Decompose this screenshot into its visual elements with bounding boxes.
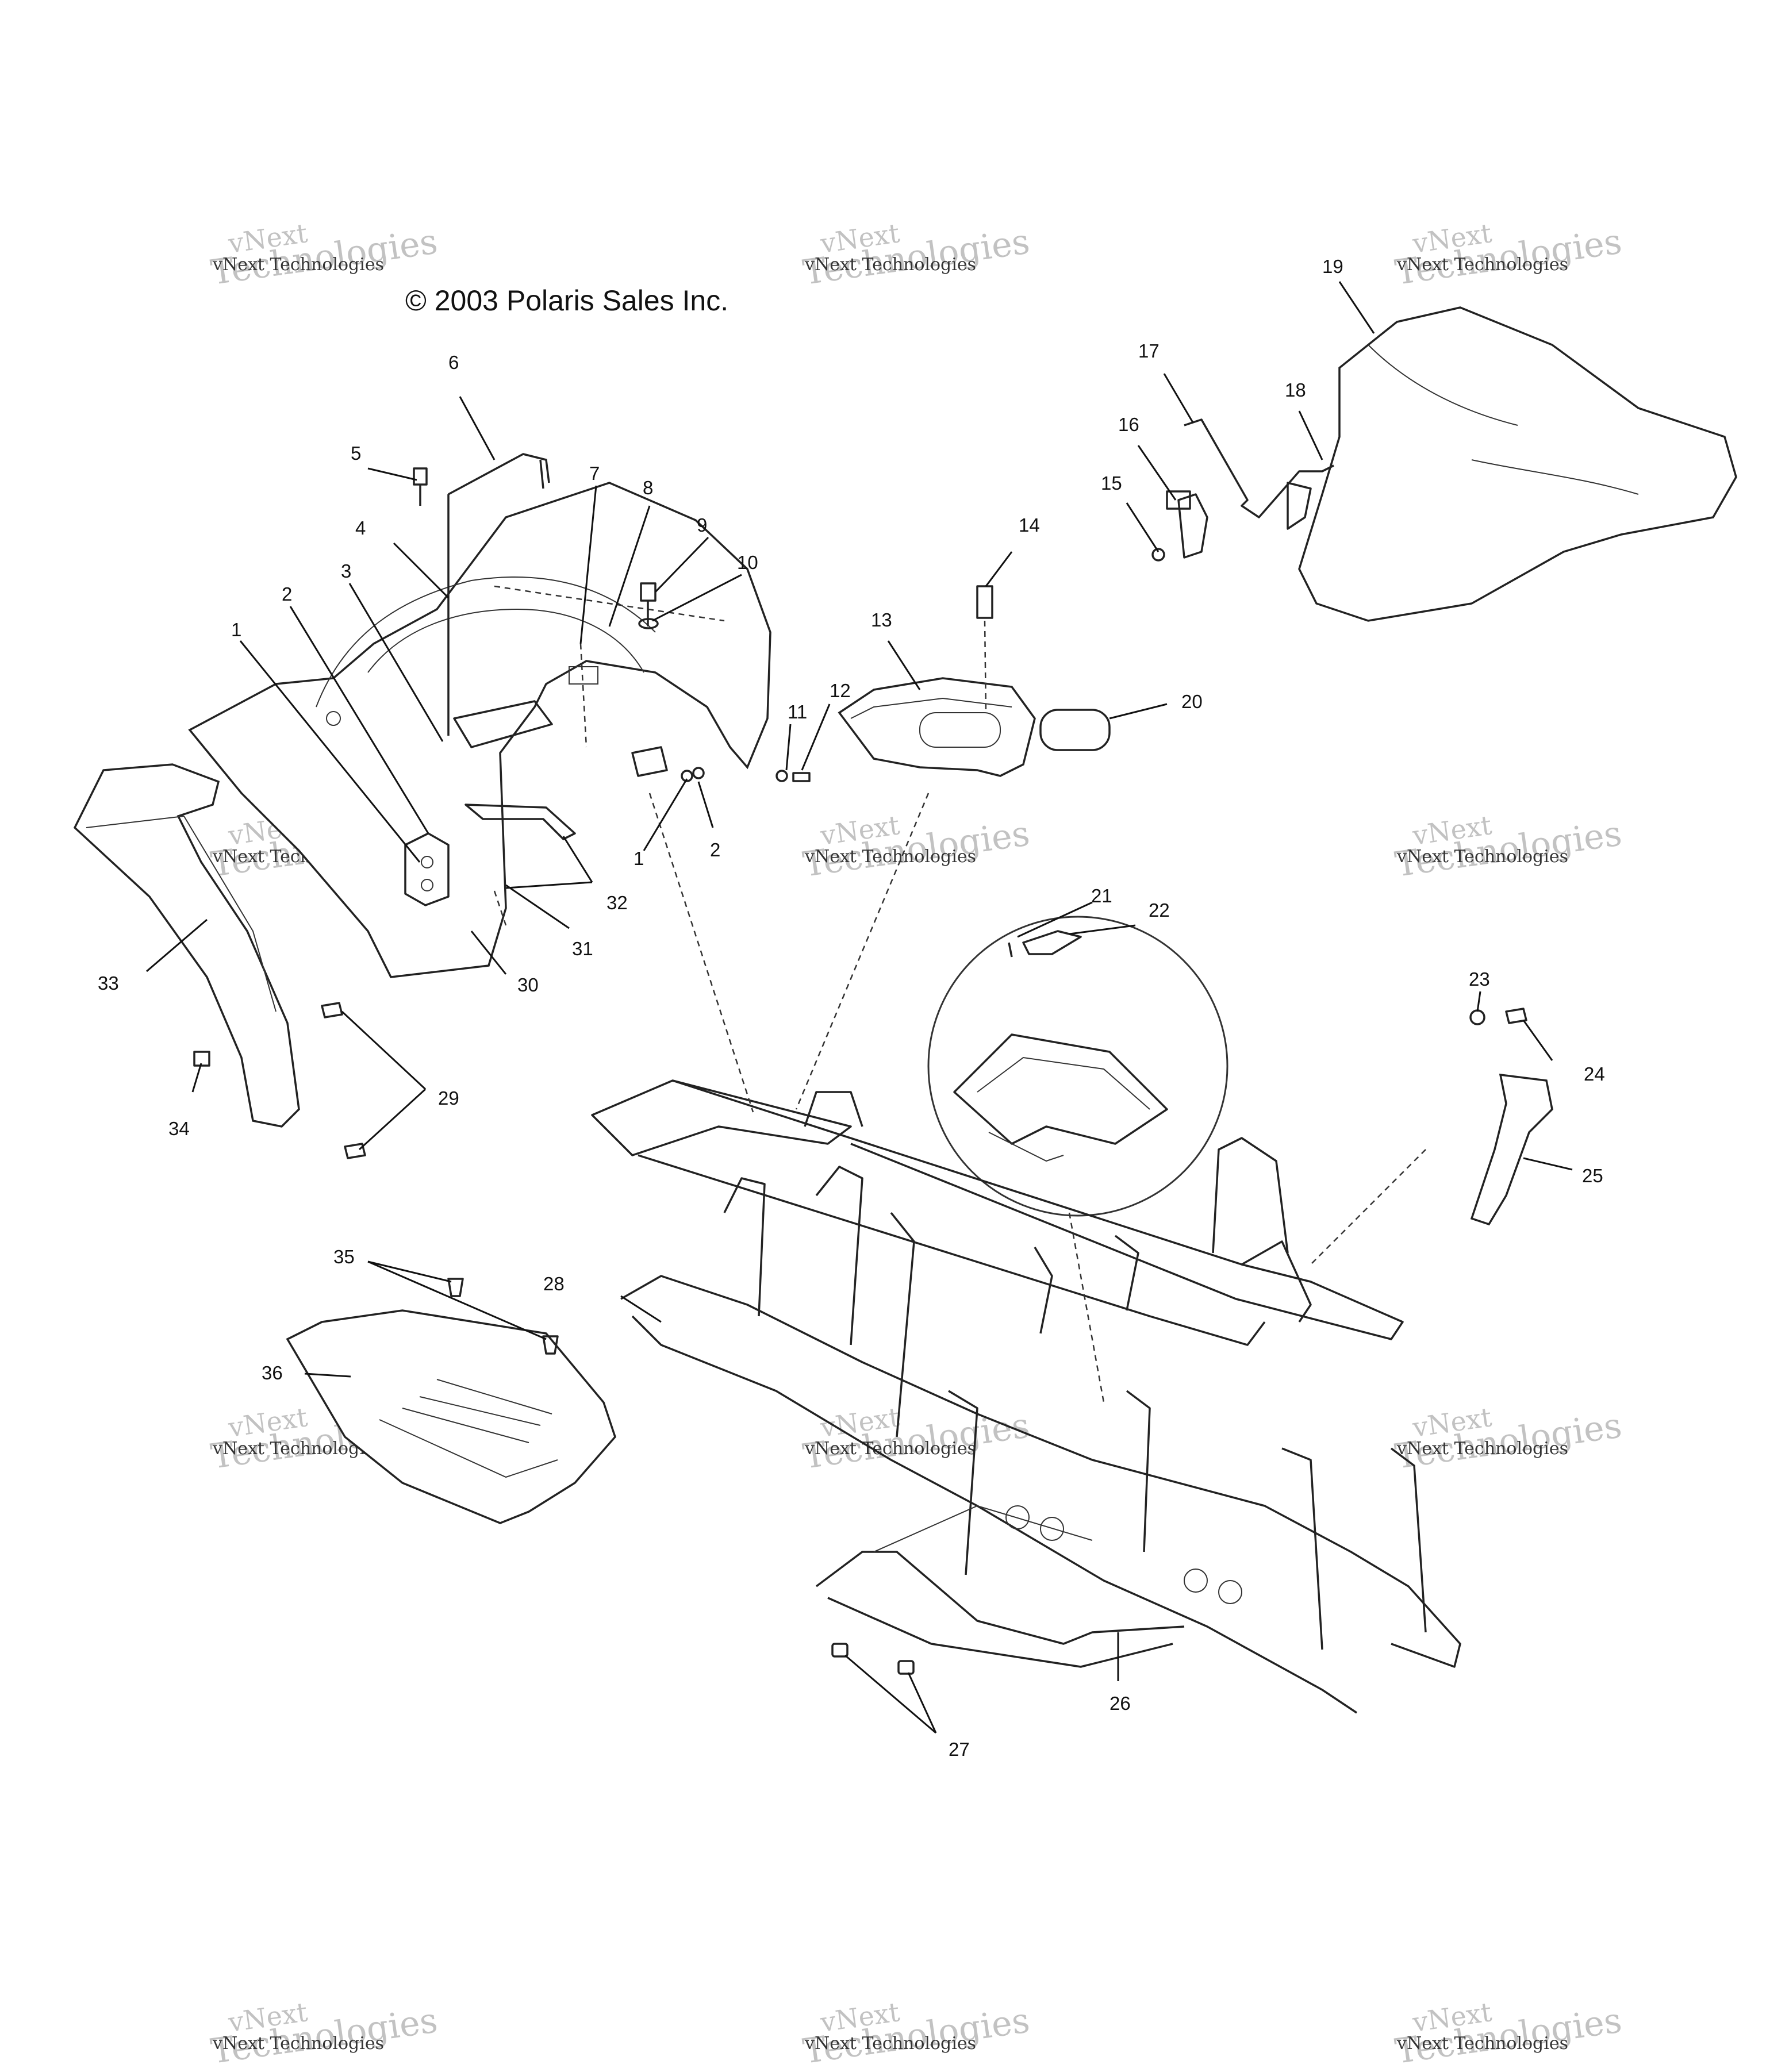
callout-3: 3 <box>341 560 351 582</box>
fender-flare <box>73 763 300 1128</box>
fender-brace <box>464 804 576 840</box>
callout-15: 15 <box>1101 472 1122 494</box>
watermark-tile: vNext Technologies vNext Technologies <box>208 1996 440 2072</box>
main-frame <box>591 1079 1461 1714</box>
watermark-tile: vNext Technologies vNext Technologies <box>208 217 440 293</box>
callout-33: 33 <box>98 972 119 994</box>
storage-lid <box>838 677 1036 777</box>
rear-fender-rack <box>188 482 771 978</box>
callout-32: 32 <box>606 892 628 913</box>
svg-text:vNext Technologies: vNext Technologies <box>804 847 976 867</box>
callout-17: 17 <box>1138 340 1160 362</box>
svg-text:vNext Technologies: vNext Technologies <box>212 255 384 275</box>
svg-text:vNext Technologies: vNext Technologies <box>804 255 976 275</box>
callout-9: 9 <box>697 514 707 536</box>
bolt-14 <box>976 585 993 713</box>
callout-35: 35 <box>333 1246 355 1267</box>
callout-10: 10 <box>737 552 758 573</box>
callout-14: 14 <box>1019 514 1040 536</box>
callout-21: 21 <box>1091 885 1112 906</box>
callout-6: 6 <box>448 352 459 373</box>
svg-text:vNext Technologies: vNext Technologies <box>1396 2033 1568 2054</box>
nut-34 <box>193 1051 210 1067</box>
detail-inset <box>927 916 1228 1217</box>
callout-12: 12 <box>830 680 851 701</box>
callout-25: 25 <box>1582 1165 1603 1186</box>
callout-8: 8 <box>643 477 653 498</box>
callout-27: 27 <box>949 1739 970 1760</box>
callout-16: 16 <box>1118 414 1139 435</box>
callout-11: 11 <box>788 701 807 722</box>
callout-7: 7 <box>589 463 600 484</box>
callout-18: 18 <box>1285 379 1306 401</box>
callout-24: 24 <box>1584 1063 1605 1085</box>
callout-13: 13 <box>871 609 892 631</box>
svg-text:vNext Technologies: vNext Technologies <box>804 1439 976 1459</box>
watermark-tile: vNext Technologies vNext Technologies <box>800 1401 1032 1477</box>
svg-text:vNext Technologies: vNext Technologies <box>212 2033 384 2054</box>
callout-2: 2 <box>282 583 292 605</box>
callout-31: 31 <box>572 938 593 959</box>
screws-35 <box>447 1278 559 1355</box>
callout-28: 28 <box>543 1273 565 1294</box>
lid-gasket <box>1039 709 1111 751</box>
watermark-tile: vNext Technologies vNext Technologies <box>800 217 1032 293</box>
side-bracket <box>1470 1073 1553 1226</box>
fasteners-23-24 <box>1469 1008 1527 1025</box>
assembly-guide-lines <box>648 793 1426 1403</box>
callout-29: 29 <box>438 1087 459 1109</box>
callout-labels: 1 2 3 4 5 6 7 8 9 10 11 12 13 14 15 16 1… <box>98 256 1605 1760</box>
callout-4: 4 <box>355 517 366 539</box>
callout-5: 5 <box>351 443 361 464</box>
watermark-tile: vNext Technologies vNext Technologies <box>800 809 1032 885</box>
callout-23: 23 <box>1469 968 1490 990</box>
callout-20: 20 <box>1181 691 1203 712</box>
watermark-tile: vNext Technologies vNext Technologies <box>1392 809 1624 885</box>
callout-36: 36 <box>262 1362 283 1383</box>
bolt-5 <box>413 467 428 506</box>
watermark-tile: vNext Technologies vNext Technologies <box>800 1996 1032 2072</box>
small-fasteners <box>681 767 811 782</box>
svg-text:vNext Technologies: vNext Technologies <box>804 2033 976 2054</box>
callout-22: 22 <box>1149 899 1170 921</box>
callout-30: 30 <box>517 974 539 995</box>
watermark-tile: vNext Technologies vNext Technologies <box>1392 1401 1624 1477</box>
callout-19: 19 <box>1322 256 1343 277</box>
callout-1: 1 <box>231 619 241 640</box>
svg-text:vNext Technologies: vNext Technologies <box>1396 255 1568 275</box>
rack-support-bracket <box>447 453 550 736</box>
seat-latch-assembly <box>1151 418 1334 562</box>
svg-text:vNext Technologies: vNext Technologies <box>1396 1439 1568 1459</box>
nuts-27 <box>831 1643 915 1675</box>
callout-34: 34 <box>168 1118 190 1139</box>
callout-26: 26 <box>1109 1693 1131 1714</box>
copyright-notice: © 2003 Polaris Sales Inc. <box>405 285 728 317</box>
callout-leaders <box>146 281 1573 1734</box>
svg-text:vNext Technologies: vNext Technologies <box>1396 847 1568 867</box>
callout-2-repeat: 2 <box>710 839 720 860</box>
watermark-tile: vNext Technologies vNext Technologies <box>1392 217 1624 293</box>
callout-1-repeat: 1 <box>634 848 644 869</box>
fasteners-29 <box>321 1002 366 1159</box>
seat <box>1298 306 1737 622</box>
footwell <box>286 1309 616 1524</box>
watermark-tile: vNext Technologies vNext Technologies <box>1392 1996 1624 2072</box>
